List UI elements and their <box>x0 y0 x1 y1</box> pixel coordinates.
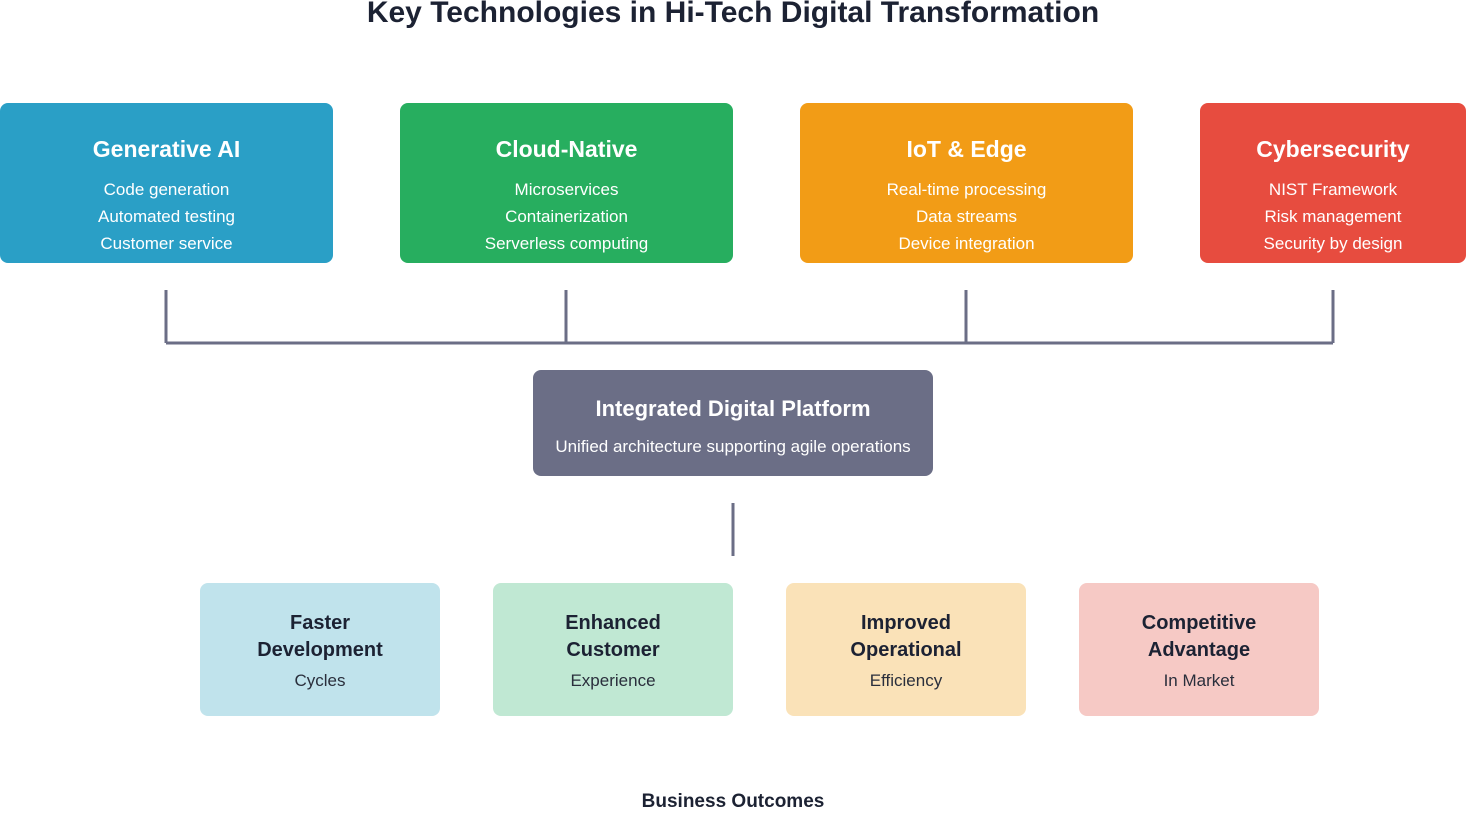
tech-card-cybersecurity: Cybersecurity NIST Framework Risk manage… <box>1200 103 1466 263</box>
tech-card-items: Real-time processing Data streams Device… <box>800 176 1133 257</box>
outcome-subtitle: Efficiency <box>869 671 943 690</box>
tech-card-item: Real-time processing <box>886 180 1047 199</box>
diagram-title: Key Technologies in Hi-Tech Digital Tran… <box>366 0 1100 29</box>
tech-card-item: Security by design <box>1263 234 1403 253</box>
tech-card-item: Code generation <box>103 180 230 199</box>
tech-card-item: Customer service <box>100 234 233 253</box>
outcome-title: Faster Development <box>200 610 440 664</box>
outcome-title-line: Competitive <box>1141 612 1257 634</box>
tech-card-item: NIST Framework <box>1268 180 1398 199</box>
outcome-subtitle: Experience <box>570 671 656 690</box>
tech-card-item: Microservices <box>514 180 619 199</box>
integrated-platform-box: Integrated Digital Platform Unified arch… <box>533 370 933 476</box>
outcome-title-line: Enhanced <box>565 612 661 634</box>
tech-card-item: Automated testing <box>97 207 236 226</box>
outcome-title: Improved Operational <box>786 610 1026 664</box>
tech-card-items: NIST Framework Risk management Security … <box>1200 176 1466 257</box>
tech-card-title: Generative AI <box>92 136 241 162</box>
tech-card-generative-ai: Generative AI Code generation Automated … <box>0 103 333 263</box>
tech-card-items: Code generation Automated testing Custom… <box>0 176 333 257</box>
platform-title: Integrated Digital Platform <box>595 396 871 421</box>
tech-card-item: Data streams <box>915 207 1018 226</box>
outcome-subtitle: Cycles <box>294 671 346 690</box>
tech-card-title: Cybersecurity <box>1256 136 1410 162</box>
tech-card-iot-edge: IoT & Edge Real-time processing Data str… <box>800 103 1133 263</box>
outcome-title: Enhanced Customer <box>493 610 733 664</box>
outcome-card-enhanced-customer: Enhanced Customer Experience <box>493 583 733 716</box>
outcome-title-line: Operational <box>850 639 962 661</box>
tech-card-item: Device integration <box>898 234 1035 253</box>
outcome-title-line: Customer <box>566 639 660 661</box>
tech-card-item: Serverless computing <box>484 234 649 253</box>
business-outcomes-label: Business Outcomes <box>641 791 825 812</box>
outcome-subtitle: In Market <box>1163 671 1235 690</box>
tech-card-items: Microservices Containerization Serverles… <box>400 176 733 257</box>
outcome-title-line: Development <box>257 639 383 661</box>
tech-card-cloud-native: Cloud-Native Microservices Containerizat… <box>400 103 733 263</box>
outcome-title-line: Improved <box>860 612 952 634</box>
outcome-card-improved-operational: Improved Operational Efficiency <box>786 583 1026 716</box>
platform-subtitle: Unified architecture supporting agile op… <box>555 437 911 456</box>
outcome-title-line: Advantage <box>1147 639 1251 661</box>
tech-card-item: Containerization <box>505 207 628 226</box>
outcome-title-line: Faster <box>289 612 351 634</box>
tech-card-item: Risk management <box>1264 207 1402 226</box>
outcome-title: Competitive Advantage <box>1079 610 1319 664</box>
tech-card-title: Cloud-Native <box>495 136 638 162</box>
outcome-card-faster-development: Faster Development Cycles <box>200 583 440 716</box>
tech-card-title: IoT & Edge <box>906 136 1027 162</box>
outcome-card-competitive-advantage: Competitive Advantage In Market <box>1079 583 1319 716</box>
